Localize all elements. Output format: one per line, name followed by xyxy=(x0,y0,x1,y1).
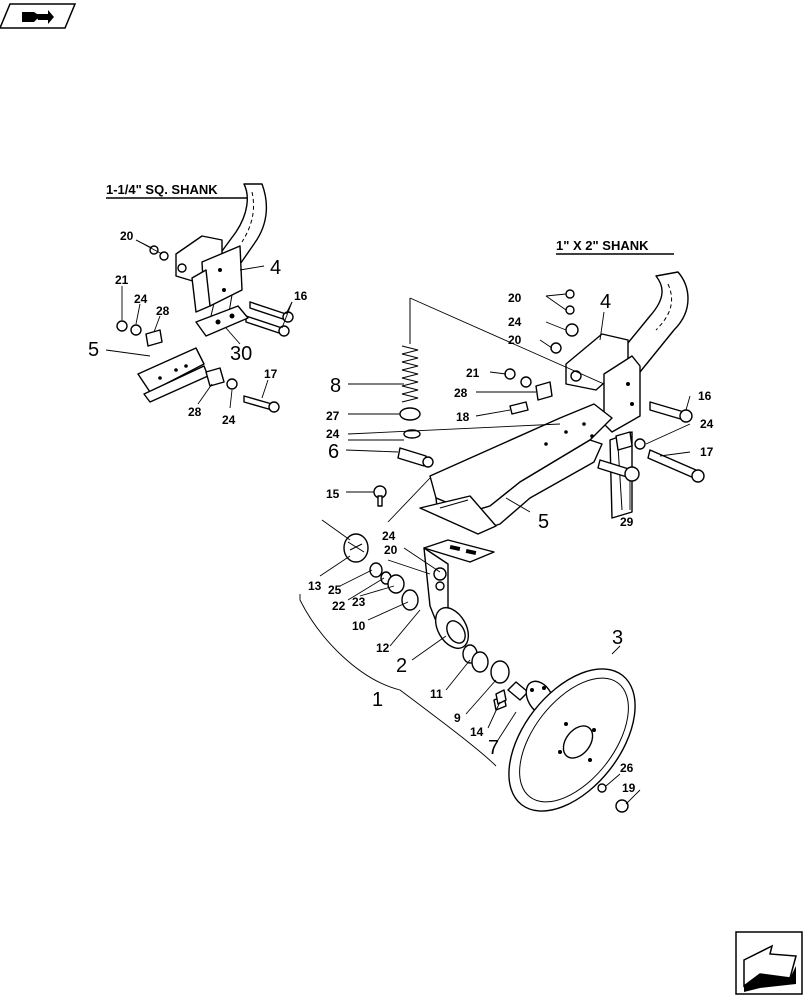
callout-21: 21 xyxy=(466,366,480,380)
callout-17: 17 xyxy=(700,445,714,459)
callout-20: 20 xyxy=(120,229,134,243)
callout-2: 2 xyxy=(396,655,407,677)
callout-6: 6 xyxy=(328,441,339,463)
callout-22: 22 xyxy=(332,599,346,613)
callout-4: 4 xyxy=(270,257,281,279)
callout-19: 19 xyxy=(622,781,636,795)
callout-20: 20 xyxy=(508,291,522,305)
svg-text:1" X 2" SHANK: 1" X 2" SHANK xyxy=(556,238,649,253)
callout-18: 18 xyxy=(456,410,470,424)
callout-3: 3 xyxy=(612,627,623,649)
callout-25: 25 xyxy=(328,583,342,597)
callout-29: 29 xyxy=(620,515,634,529)
callout-20: 20 xyxy=(384,543,398,557)
sq-shank-title: 1-1/4" SQ. SHANK xyxy=(106,182,250,199)
callout-21: 21 xyxy=(115,273,129,287)
callout-28: 28 xyxy=(454,386,468,400)
next-page-icon[interactable] xyxy=(735,931,803,995)
callout-14: 14 xyxy=(470,725,484,739)
callout-7: 7 xyxy=(488,737,499,759)
callout-28: 28 xyxy=(188,405,202,419)
callout-11: 11 xyxy=(430,687,443,701)
callout-5: 5 xyxy=(88,339,99,361)
callout-1: 1 xyxy=(372,689,383,711)
callout-24: 24 xyxy=(700,417,714,431)
flat-shank-assembly xyxy=(343,271,705,813)
callout-24: 24 xyxy=(134,292,148,306)
callout-30: 30 xyxy=(230,343,252,365)
callout-8: 8 xyxy=(330,375,341,397)
callout-5: 5 xyxy=(538,511,549,533)
flat-shank-title: 1" X 2" SHANK xyxy=(556,238,674,255)
callout-12: 12 xyxy=(376,641,390,655)
callout-28: 28 xyxy=(156,304,170,318)
previous-page-icon[interactable] xyxy=(0,3,77,29)
callout-27: 27 xyxy=(326,409,340,423)
left-leader-lines xyxy=(105,239,293,409)
callout-9: 9 xyxy=(454,711,461,725)
callout-10: 10 xyxy=(352,619,366,633)
callout-23: 23 xyxy=(352,595,366,609)
callout-17: 17 xyxy=(264,367,278,381)
callout-4: 4 xyxy=(600,291,611,313)
callout-labels: 20 4 21 16 24 28 5 30 17 28 24 20 4 24 2… xyxy=(88,229,714,795)
callout-15: 15 xyxy=(326,487,340,501)
callout-13: 13 xyxy=(308,579,322,593)
callout-24: 24 xyxy=(382,529,396,543)
svg-text:1-1/4" SQ. SHANK: 1-1/4" SQ. SHANK xyxy=(106,182,218,197)
right-leader-lines xyxy=(299,293,691,805)
callout-24: 24 xyxy=(222,413,236,427)
callout-16: 16 xyxy=(294,289,308,303)
callout-24: 24 xyxy=(508,315,522,329)
callout-20: 20 xyxy=(508,333,522,347)
sq-shank-assembly xyxy=(116,183,294,413)
callout-26: 26 xyxy=(620,761,634,775)
callout-24: 24 xyxy=(326,427,340,441)
callout-16: 16 xyxy=(698,389,712,403)
